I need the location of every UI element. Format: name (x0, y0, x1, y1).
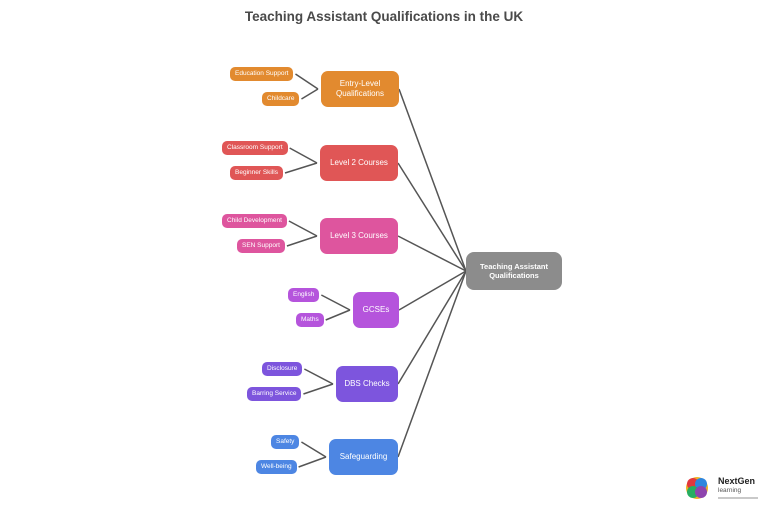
branch-gcses: GCSEs (353, 292, 399, 328)
logo-name: NextGen (718, 476, 756, 486)
edge-root-branch-2 (397, 235, 467, 272)
leaf-maths: Maths (296, 313, 324, 327)
edge-branch-4-leaf-1 (303, 383, 334, 395)
edge-branch-3-leaf-1 (325, 309, 351, 321)
edge-root-branch-4 (397, 270, 467, 385)
edge-root-branch-3 (398, 270, 467, 311)
branch-level-3: Level 3 Courses (320, 218, 398, 254)
branch-safeguarding: Safeguarding (329, 439, 398, 475)
leaf-sen-support: SEN Support (237, 239, 285, 253)
leaf-education-support: Education Support (230, 67, 294, 81)
nextgen-logo (686, 477, 708, 499)
leaf-safety: Safety (271, 435, 300, 449)
root-node: Teaching Assistant Qualifications (466, 252, 562, 290)
edge-branch-4-leaf-0 (303, 368, 334, 385)
diagram-title: Teaching Assistant Qualifications in the… (244, 9, 524, 24)
branch-dbs-checks: DBS Checks (336, 366, 398, 402)
leaf-childcare: Childcare (262, 92, 300, 106)
edge-branch-0-leaf-0 (295, 73, 319, 90)
edge-branch-3-leaf-0 (320, 294, 351, 311)
logo-tagline-bar (718, 497, 758, 499)
edge-root-branch-0 (398, 88, 467, 272)
leaf-english: English (288, 288, 320, 302)
leaf-disclosure: Disclosure (262, 362, 303, 376)
leaf-barring-service: Barring Service (247, 387, 302, 401)
edge-branch-2-leaf-1 (286, 235, 318, 247)
branch-entry-level: Entry-Level Qualifications (321, 71, 399, 107)
edge-branch-5-leaf-1 (298, 456, 327, 468)
edge-root-branch-5 (397, 270, 467, 458)
edge-branch-0-leaf-1 (301, 88, 319, 100)
edge-branch-5-leaf-0 (301, 441, 327, 458)
edge-branch-1-leaf-1 (284, 162, 318, 174)
leaf-beginner-skills: Beginner Skills (230, 166, 283, 180)
leaf-well-being: Well-being (256, 460, 297, 474)
edge-root-branch-1 (397, 162, 467, 272)
edge-branch-1-leaf-0 (289, 147, 318, 164)
branch-level-2: Level 2 Courses (320, 145, 398, 181)
leaf-child-development: Child Development (222, 214, 287, 228)
logo-subtitle: learning (718, 487, 742, 494)
leaf-classroom-support: Classroom Support (222, 141, 288, 155)
edge-branch-2-leaf-0 (288, 220, 318, 237)
